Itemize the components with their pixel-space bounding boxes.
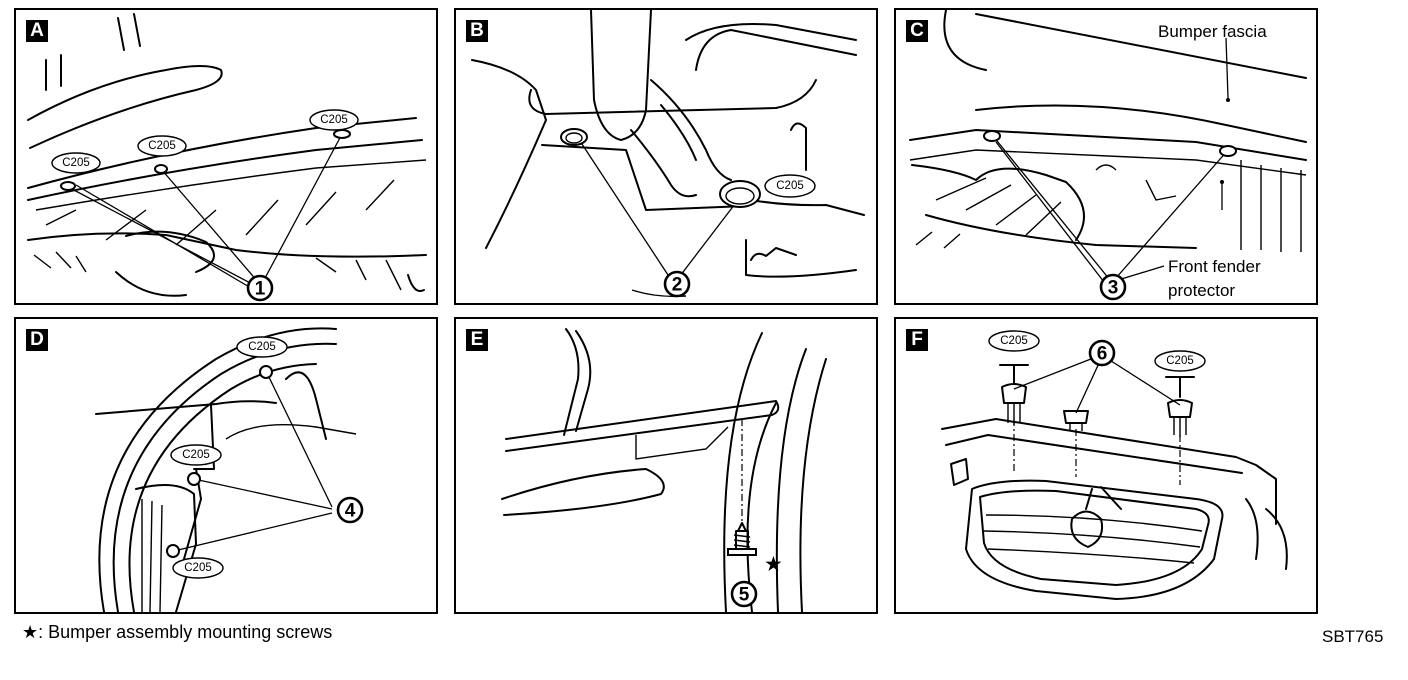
star-marker: ★ (22, 622, 39, 643)
leader-lines (992, 37, 1230, 283)
panel-c-illustration: Bumper fascia Front fender protector 3 (909, 10, 1307, 301)
svg-text:6: 6 (1097, 344, 1108, 365)
svg-text:C205: C205 (320, 114, 348, 126)
panel-a: A C205 C205 (14, 8, 438, 305)
part-tag-c205: C205 (309, 109, 359, 131)
svg-text:5: 5 (739, 585, 750, 606)
clip-holes (60, 129, 351, 191)
panel-c: C Bumper fascia Front fender (894, 8, 1318, 305)
footnote: ★: Bumper assembly mounting screws (22, 622, 332, 643)
callout-number: 1 (246, 274, 274, 302)
leader-lines (69, 133, 343, 289)
panel-label: C (906, 20, 928, 42)
bumper-bracket-drawing (471, 10, 865, 298)
bumper-mounting-screw-icon (727, 522, 757, 556)
panel-f: F C205 (894, 317, 1318, 614)
svg-text:C205: C205 (148, 140, 176, 152)
panel-d-illustration: C205 C205 C205 4 (95, 327, 364, 612)
panel-e: E ★ 5 (454, 317, 878, 614)
panel-label: A (26, 20, 48, 42)
svg-text:1: 1 (255, 279, 266, 300)
svg-text:C205: C205 (1166, 355, 1194, 367)
svg-text:2: 2 (672, 275, 683, 296)
svg-text:4: 4 (345, 501, 356, 522)
front-fender-protector-label: Front fender (1168, 257, 1261, 276)
svg-text:C205: C205 (184, 562, 212, 574)
footnote-text: : Bumper assembly mounting screws (38, 622, 333, 642)
panel-label: D (26, 329, 48, 351)
part-tag-c205: C205 (170, 444, 222, 466)
part-tag-c205: C205 (236, 336, 288, 358)
bumper-fascia-label: Bumper fascia (1158, 22, 1267, 41)
callout-number: 3 (1099, 273, 1127, 301)
grille-drawing (941, 418, 1288, 600)
side-body-drawing (501, 328, 827, 612)
front-fender-protector-label: protector (1168, 281, 1235, 300)
part-tag-c205: C205 (172, 557, 224, 579)
svg-text:C205: C205 (776, 180, 804, 192)
svg-text:3: 3 (1108, 278, 1119, 299)
figure-code: SBT765 (1322, 627, 1384, 646)
panel-d: D C205 C205 (14, 317, 438, 614)
panel-e-illustration: ★ 5 (501, 328, 827, 612)
panel-label: F (906, 329, 928, 351)
panel-b-illustration: C205 2 (471, 10, 865, 298)
clip-holes (560, 128, 761, 208)
svg-text:C205: C205 (1000, 335, 1028, 347)
part-tag-c205: C205 (51, 152, 101, 174)
part-tag-c205: C205 (764, 174, 816, 198)
leader-lines (1013, 356, 1181, 414)
callout-number: 5 (730, 580, 758, 608)
panel-label: E (466, 329, 488, 351)
panel-label: B (466, 20, 488, 42)
clip-holes (166, 365, 273, 558)
callout-number: 4 (336, 496, 364, 524)
svg-text:C205: C205 (182, 449, 210, 461)
callout-number: 2 (663, 270, 691, 298)
part-tag-c205: C205 (988, 330, 1040, 352)
panel-a-illustration: C205 C205 C205 1 (27, 13, 427, 302)
panel-b: B C205 (454, 8, 878, 305)
leader-lines (577, 137, 739, 279)
leader-lines (173, 370, 333, 552)
svg-text:C205: C205 (248, 341, 276, 353)
panel-f-illustration: C205 C205 6 (941, 330, 1288, 600)
clip-holes (983, 130, 1237, 157)
wheel-arch-drawing (95, 327, 357, 612)
bumper-fascia-drawing (909, 10, 1307, 252)
clip-fasteners (999, 364, 1195, 485)
svg-text:C205: C205 (62, 157, 90, 169)
part-tag-c205: C205 (1154, 350, 1206, 372)
part-tag-c205: C205 (137, 135, 187, 157)
star-marker: ★ (764, 552, 783, 576)
callout-number: 6 (1088, 339, 1116, 367)
